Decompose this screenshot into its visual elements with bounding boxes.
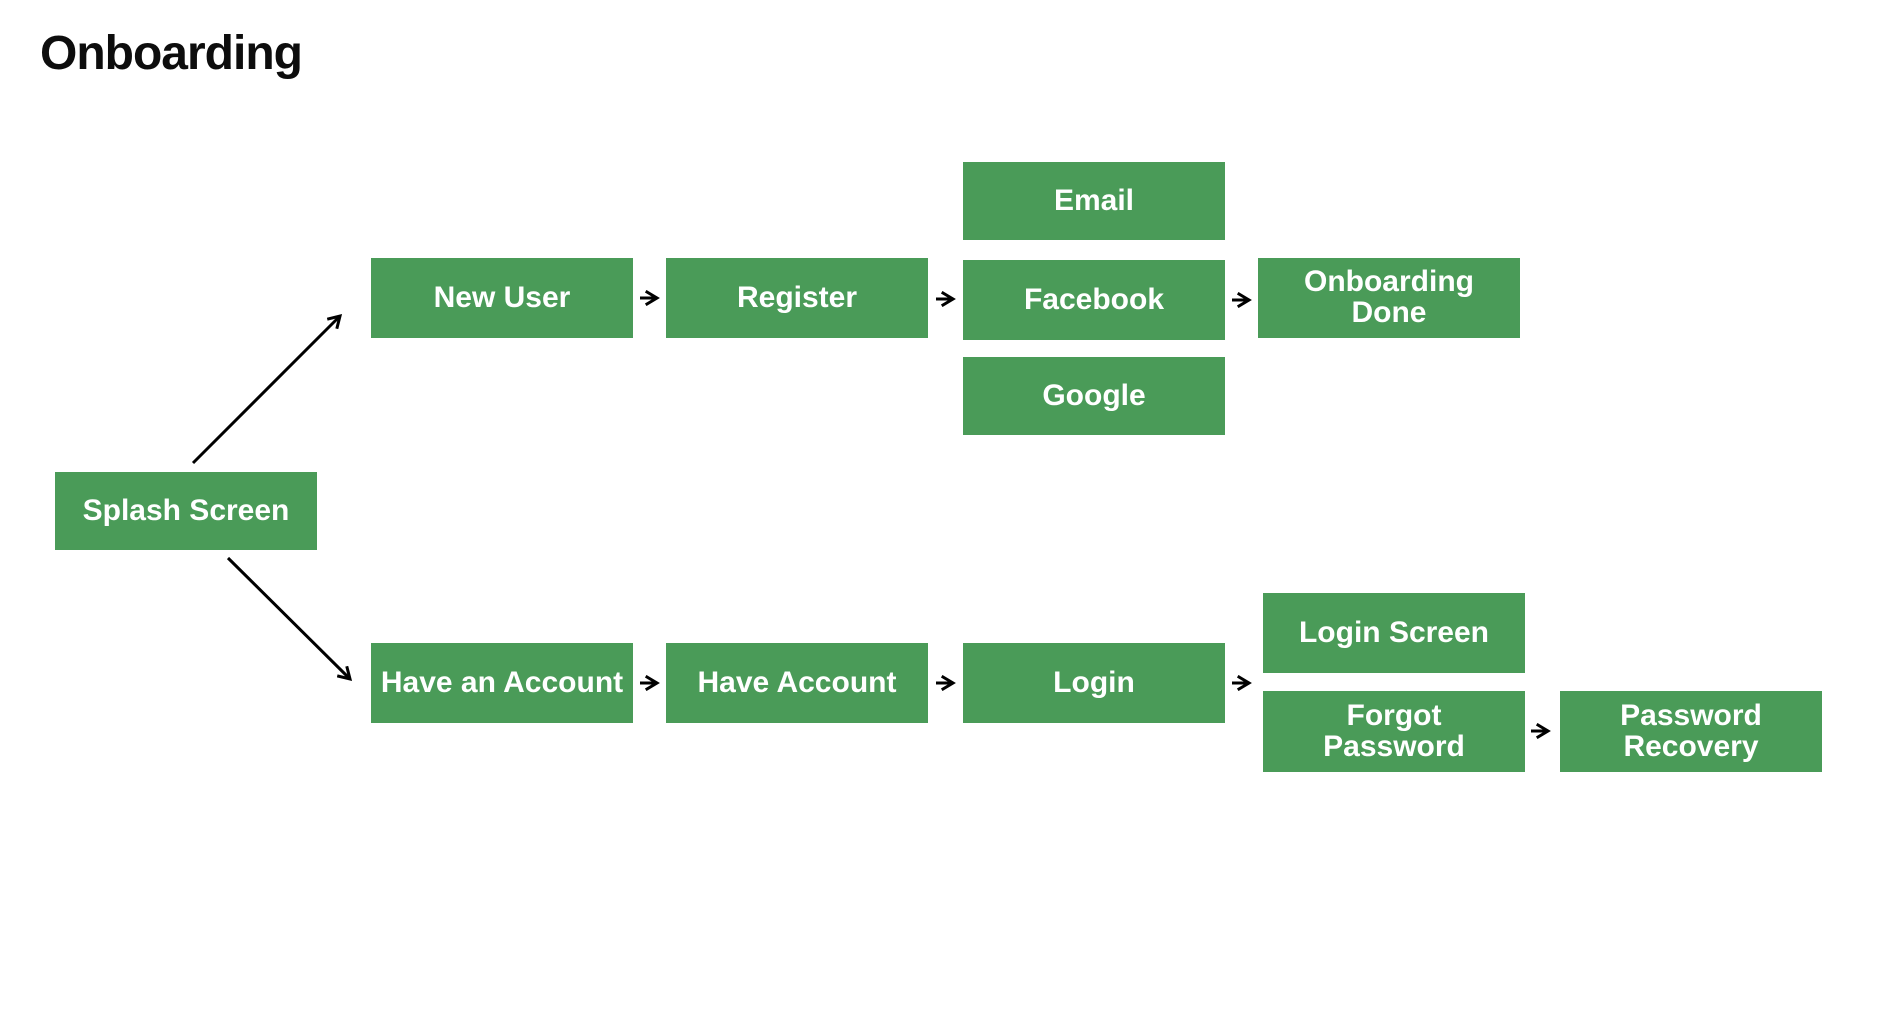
page-title: Onboarding [40,27,303,80]
node-register[interactable]: Register [666,258,928,338]
node-login[interactable]: Login [963,643,1225,723]
node-email[interactable]: Email [963,162,1225,240]
node-google[interactable]: Google [963,357,1225,435]
edge-splash-screen-to-have-an-account [226,556,350,679]
node-facebook[interactable]: Facebook [963,260,1225,340]
node-have-account[interactable]: Have Account [666,643,928,723]
node-login-screen[interactable]: Login Screen [1263,593,1525,673]
node-onboarding-done[interactable]: Onboarding Done [1258,258,1520,338]
node-new-user[interactable]: New User [371,258,633,338]
node-forgot-password[interactable]: Forgot Password [1263,691,1525,772]
node-have-an-account[interactable]: Have an Account [371,643,633,723]
node-splash-screen[interactable]: Splash Screen [55,472,317,550]
node-password-recovery[interactable]: Password Recovery [1560,691,1822,772]
edge-splash-screen-to-new-user [191,316,340,465]
